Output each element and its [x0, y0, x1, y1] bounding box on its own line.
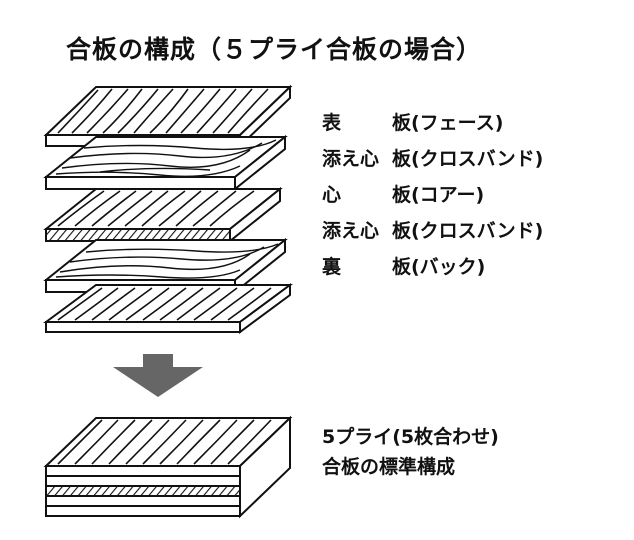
veneer-core — [43, 186, 283, 244]
label-crossband-lower: 添え心板(クロスバンド) — [322, 220, 544, 242]
result-line-2: 合板の標準構成 — [322, 456, 456, 478]
result-line-1: 5プライ(5枚合わせ) — [322, 426, 499, 448]
result-caption: 5プライ(5枚合わせ) 合板の標準構成 — [322, 422, 499, 482]
label-face: 表 板(フェース) — [322, 112, 504, 134]
diagram-title: 合板の構成（５プライ合板の場合） — [66, 35, 483, 64]
label-back: 裏 板(バック) — [322, 256, 486, 278]
label-core: 心 板(コアー) — [322, 184, 485, 206]
plywood-assembled — [43, 415, 293, 519]
layer-labels: 表 板(フェース) 添え心板(クロスバンド) 心 板(コアー) 添え心板(クロス… — [322, 110, 543, 290]
veneer-crossband-upper — [43, 134, 288, 192]
veneer-face — [43, 84, 293, 149]
veneer-back — [42, 283, 294, 334]
label-crossband-upper: 添え心板(クロスバンド) — [322, 148, 544, 170]
down-arrow-icon — [113, 354, 203, 397]
